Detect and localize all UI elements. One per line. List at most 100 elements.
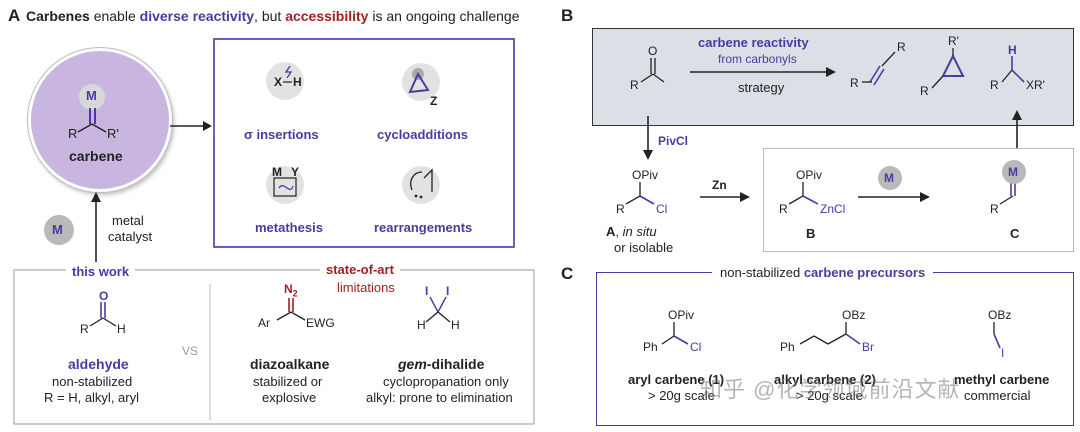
diazoalkane-line2: explosive <box>262 390 317 405</box>
b-aldehyde-o: O <box>648 44 658 58</box>
panel-a-headline: Carbenes enable diverse reactivity, but … <box>26 8 519 24</box>
c-label: C <box>1010 226 1020 241</box>
a-label: A, in situ <box>606 224 657 239</box>
diazo-n-subscript: 2 <box>292 288 298 299</box>
headline-accessibility: accessibility <box>285 8 369 24</box>
aldehyde-o: O <box>99 289 109 303</box>
metathesis-y: Y <box>291 165 300 179</box>
prec1-x: Cl <box>690 340 702 354</box>
b-arrow-sub: from carbonyls <box>718 52 797 66</box>
carbene-label: carbene <box>69 148 123 164</box>
sigma-insertions-label: σ insertions <box>244 127 319 142</box>
b-cp-rprime: R' <box>948 34 959 48</box>
watermark: 知乎 @化学领域前沿文献 <box>700 377 961 402</box>
b-aldehyde-r: R <box>630 78 639 92</box>
b-ins-r: R <box>990 78 999 92</box>
b-pivcl: PivCl <box>658 134 689 148</box>
a-r: R <box>616 202 625 216</box>
prec1-ph: Ph <box>643 340 658 354</box>
gem-h1: H <box>417 318 426 332</box>
aldehyde-r: R <box>80 322 89 336</box>
panel-b-letter: B <box>561 6 574 25</box>
metal-catalyst-line2: catalyst <box>108 229 153 244</box>
aldehyde-line2: R = H, alkyl, aryl <box>44 390 139 405</box>
diazo-n: N2 <box>284 282 298 298</box>
metathesis-label: metathesis <box>255 220 323 235</box>
prec2-x: Br <box>862 340 874 354</box>
state-of-art-label: state-of-art <box>320 262 400 277</box>
gem-line2: alkyl: prone to elimination <box>366 390 513 405</box>
b-strategy: strategy <box>738 80 785 95</box>
limitations-label: limitations <box>337 280 395 295</box>
b-alkene-r1: R <box>850 76 859 90</box>
panel-b-grey-box <box>592 28 1074 126</box>
prec2-sub: OBz <box>842 308 866 322</box>
vs-label: VS <box>182 344 199 358</box>
headline-carbenes: Carbenes <box>26 8 90 24</box>
gem-line1: cyclopropanation only <box>383 374 509 389</box>
carbene-r: R <box>68 126 78 141</box>
b-metal-badge-label: M <box>884 171 894 185</box>
headline-enable: enable <box>89 8 140 24</box>
aldehyde-line1: non-stabilized <box>52 374 133 389</box>
b-metal-badge <box>878 166 902 190</box>
c-r: R <box>990 202 999 216</box>
a-label-bold: A <box>606 224 616 239</box>
diazo-ar: Ar <box>258 316 270 330</box>
aldehyde-title: aldehyde <box>68 356 129 372</box>
panel-c-header-bold: carbene precursors <box>803 265 926 280</box>
gem-i1: I <box>425 284 429 298</box>
a-line2: or isolable <box>614 240 674 255</box>
prec3-line: commercial <box>964 388 1031 403</box>
bb-r: R <box>779 202 788 216</box>
headline-challenge: is an ongoing challenge <box>368 8 520 24</box>
prec1-line: > 20g scale <box>648 388 715 403</box>
diazo-n-text: N <box>284 282 293 296</box>
prec3-x: I <box>1001 346 1005 360</box>
gem-h2: H <box>451 318 460 332</box>
diazoalkane-title: diazoalkane <box>250 356 330 372</box>
sigma-insertion-icon <box>266 62 304 100</box>
prec1-sub: OPiv <box>668 308 695 322</box>
prec2-title: alkyl carbene (2) <box>774 372 876 387</box>
a-label-italic: in situ <box>622 224 657 239</box>
sigma-h: H <box>293 75 302 89</box>
sigma-x: X <box>274 75 283 89</box>
carbene-metal-label: M <box>86 88 97 103</box>
b-arrow-title: carbene reactivity <box>698 35 809 50</box>
a-label-rest: , <box>615 224 623 239</box>
a-opiv: OPiv <box>632 168 659 182</box>
diazo-ewg: EWG <box>306 316 335 330</box>
b-zn: Zn <box>712 178 727 192</box>
prec3-title: methyl carbene <box>954 372 1050 387</box>
bb-label: B <box>806 226 816 241</box>
prec2-ph: Ph <box>780 340 795 354</box>
gem-dihalide-title: gem-dihalide <box>398 356 484 372</box>
gem-italic: gem <box>398 356 427 372</box>
carbene-r-prime: R' <box>107 126 119 141</box>
b-cp-r: R <box>920 84 929 98</box>
c-metal-bg <box>1002 160 1026 184</box>
prec3-sub: OBz <box>988 308 1012 322</box>
rearrangements-label: rearrangements <box>374 220 473 235</box>
cyclo-z: Z <box>430 94 438 108</box>
panel-c-header: non-stabilized carbene precursors <box>712 265 934 280</box>
panel-c-letter: C <box>561 264 574 283</box>
cycloadditions-label: cycloadditions <box>377 127 469 142</box>
prec2-line: > 20g scale <box>796 388 863 403</box>
a-cl: Cl <box>656 202 668 216</box>
carbene-metal-bg <box>79 84 105 110</box>
c-m: M <box>1008 165 1018 179</box>
carbene-circle <box>28 48 172 192</box>
bb-opiv: OPiv <box>796 168 823 182</box>
metal-catalyst-line1: metal <box>112 213 144 228</box>
aldehyde-h: H <box>117 322 126 336</box>
diazoalkane-line1: stabilized or <box>253 374 323 389</box>
headline-but: , but <box>254 8 286 24</box>
prec1-title: aryl carbene (1) <box>628 372 725 387</box>
panel-a-letter: A <box>8 6 21 25</box>
b-ins-h: H <box>1008 43 1017 57</box>
b-ins-xr: XR' <box>1026 78 1045 92</box>
